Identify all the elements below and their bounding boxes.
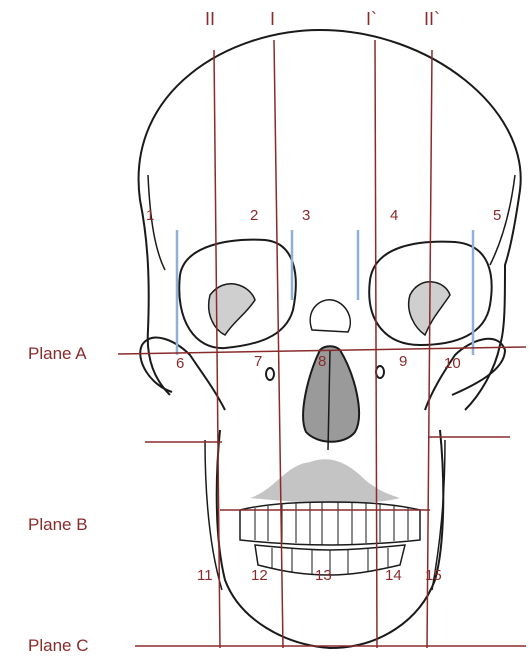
- point-3: 3: [302, 208, 310, 223]
- label-line-I-prime: I`: [366, 10, 377, 28]
- vertical-line-I: [274, 40, 283, 648]
- label-plane-b: Plane B: [28, 516, 88, 533]
- tooth-dividers: [255, 502, 408, 575]
- point-4: 4: [390, 208, 398, 223]
- left-orbit-fill: [209, 284, 255, 335]
- left-cheekbone-outline: [140, 338, 225, 410]
- right-cheekbone-outline: [425, 339, 505, 410]
- nasal-bone-outline: [310, 300, 350, 332]
- label-plane-c: Plane C: [28, 637, 88, 654]
- point-1: 1: [146, 208, 154, 223]
- point-8: 8: [318, 354, 326, 369]
- point-15: 15: [425, 568, 442, 583]
- right-infraorbital-foramen: [376, 366, 384, 378]
- point-2: 2: [250, 208, 258, 223]
- point-12: 12: [251, 568, 268, 583]
- point-10: 10: [444, 356, 461, 371]
- maxilla-shading: [250, 459, 400, 503]
- point-13: 13: [315, 568, 332, 583]
- upper-teeth-row: [240, 502, 420, 545]
- point-6: 6: [176, 356, 184, 371]
- label-line-I: I: [270, 10, 275, 28]
- point-5: 5: [493, 208, 501, 223]
- point-14: 14: [385, 568, 402, 583]
- point-9: 9: [399, 354, 407, 369]
- label-plane-a: Plane A: [28, 345, 87, 362]
- nasal-cavity: [303, 346, 359, 442]
- point-7: 7: [254, 354, 262, 369]
- label-line-II: II: [205, 10, 215, 28]
- vertical-line-I-prime: [375, 40, 377, 648]
- label-line-II-prime: II`: [424, 10, 440, 28]
- point-11: 11: [197, 568, 213, 583]
- left-infraorbital-foramen: [266, 368, 274, 380]
